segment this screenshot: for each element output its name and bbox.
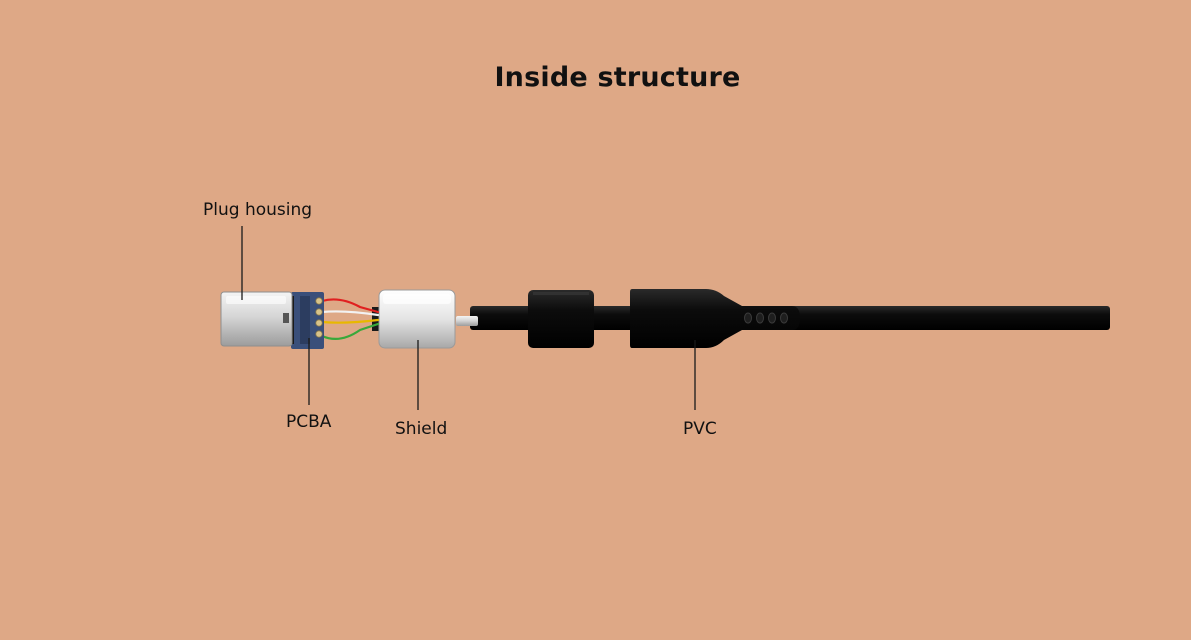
label-pvc: PVC (683, 419, 717, 439)
leader-lines (241, 226, 696, 410)
pvc-mold (630, 289, 800, 348)
label-pcba: PCBA (286, 412, 332, 432)
pcba (290, 292, 324, 349)
inner-mold (528, 290, 594, 348)
shield (372, 289, 478, 349)
page-title: Inside structure (494, 62, 741, 93)
label-shield: Shield (395, 419, 448, 439)
label-plug-housing: Plug housing (203, 200, 313, 220)
plug-housing (220, 291, 293, 347)
wires (320, 298, 380, 341)
